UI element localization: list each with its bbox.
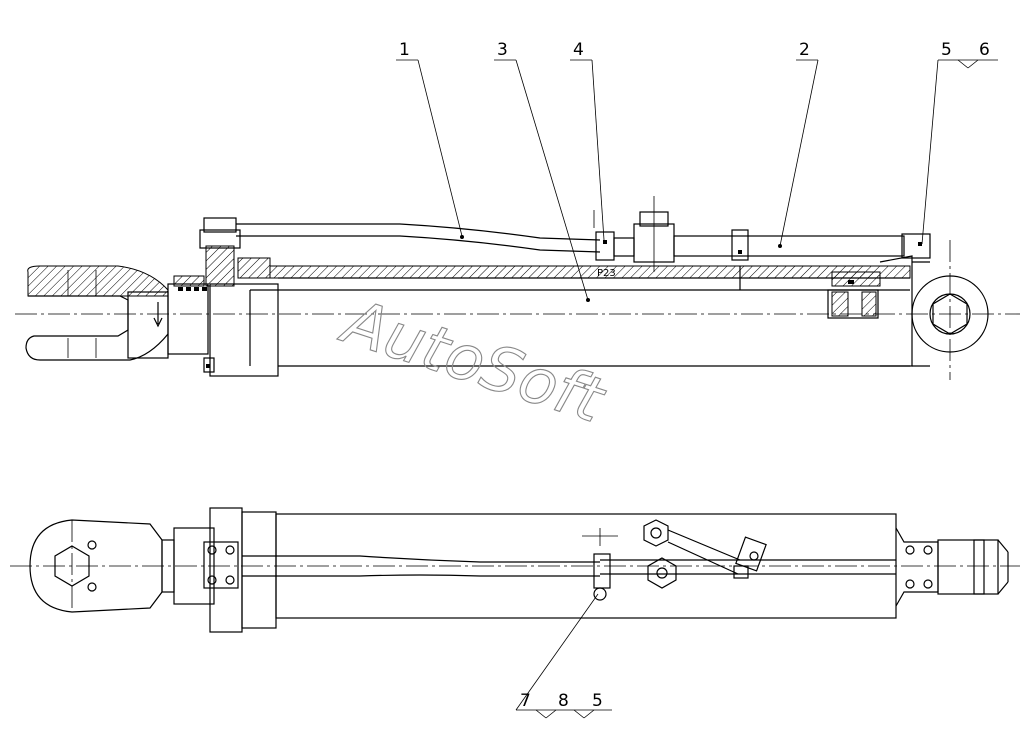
bottom-barrel (242, 513, 897, 619)
callout-7: 7 (520, 691, 531, 711)
cylinder-head (167, 217, 279, 377)
port-label: P23 (597, 268, 616, 279)
callouts-top: 1 3 4 2 5 6 (396, 40, 998, 302)
bottom-flange (203, 507, 277, 633)
top-view: P23 (15, 196, 1020, 380)
watermark: AutoSoft (331, 283, 615, 438)
callout-3: 3 (497, 40, 508, 60)
callouts-bottom: 7 8 5 (515, 593, 612, 719)
callout-8: 8 (558, 691, 569, 711)
rear-eye (879, 255, 989, 367)
pipe-1 (236, 210, 615, 261)
callout-1: 1 (399, 40, 410, 60)
tee-fitting (613, 196, 675, 272)
cylinder-barrel (249, 265, 911, 367)
pipe-2 (673, 229, 931, 261)
seal-rings (178, 287, 207, 291)
clevis-fork (25, 265, 169, 361)
callout-6: 6 (979, 40, 990, 60)
watermark-text: AutoSoft (332, 284, 615, 438)
callout-2: 2 (799, 40, 810, 60)
callout-5-bottom: 5 (592, 691, 603, 711)
callout-4: 4 (573, 40, 584, 60)
bottom-view (10, 507, 1020, 633)
bottom-eye (29, 519, 215, 613)
bottom-rear (895, 527, 1009, 607)
callout-5: 5 (941, 40, 952, 60)
